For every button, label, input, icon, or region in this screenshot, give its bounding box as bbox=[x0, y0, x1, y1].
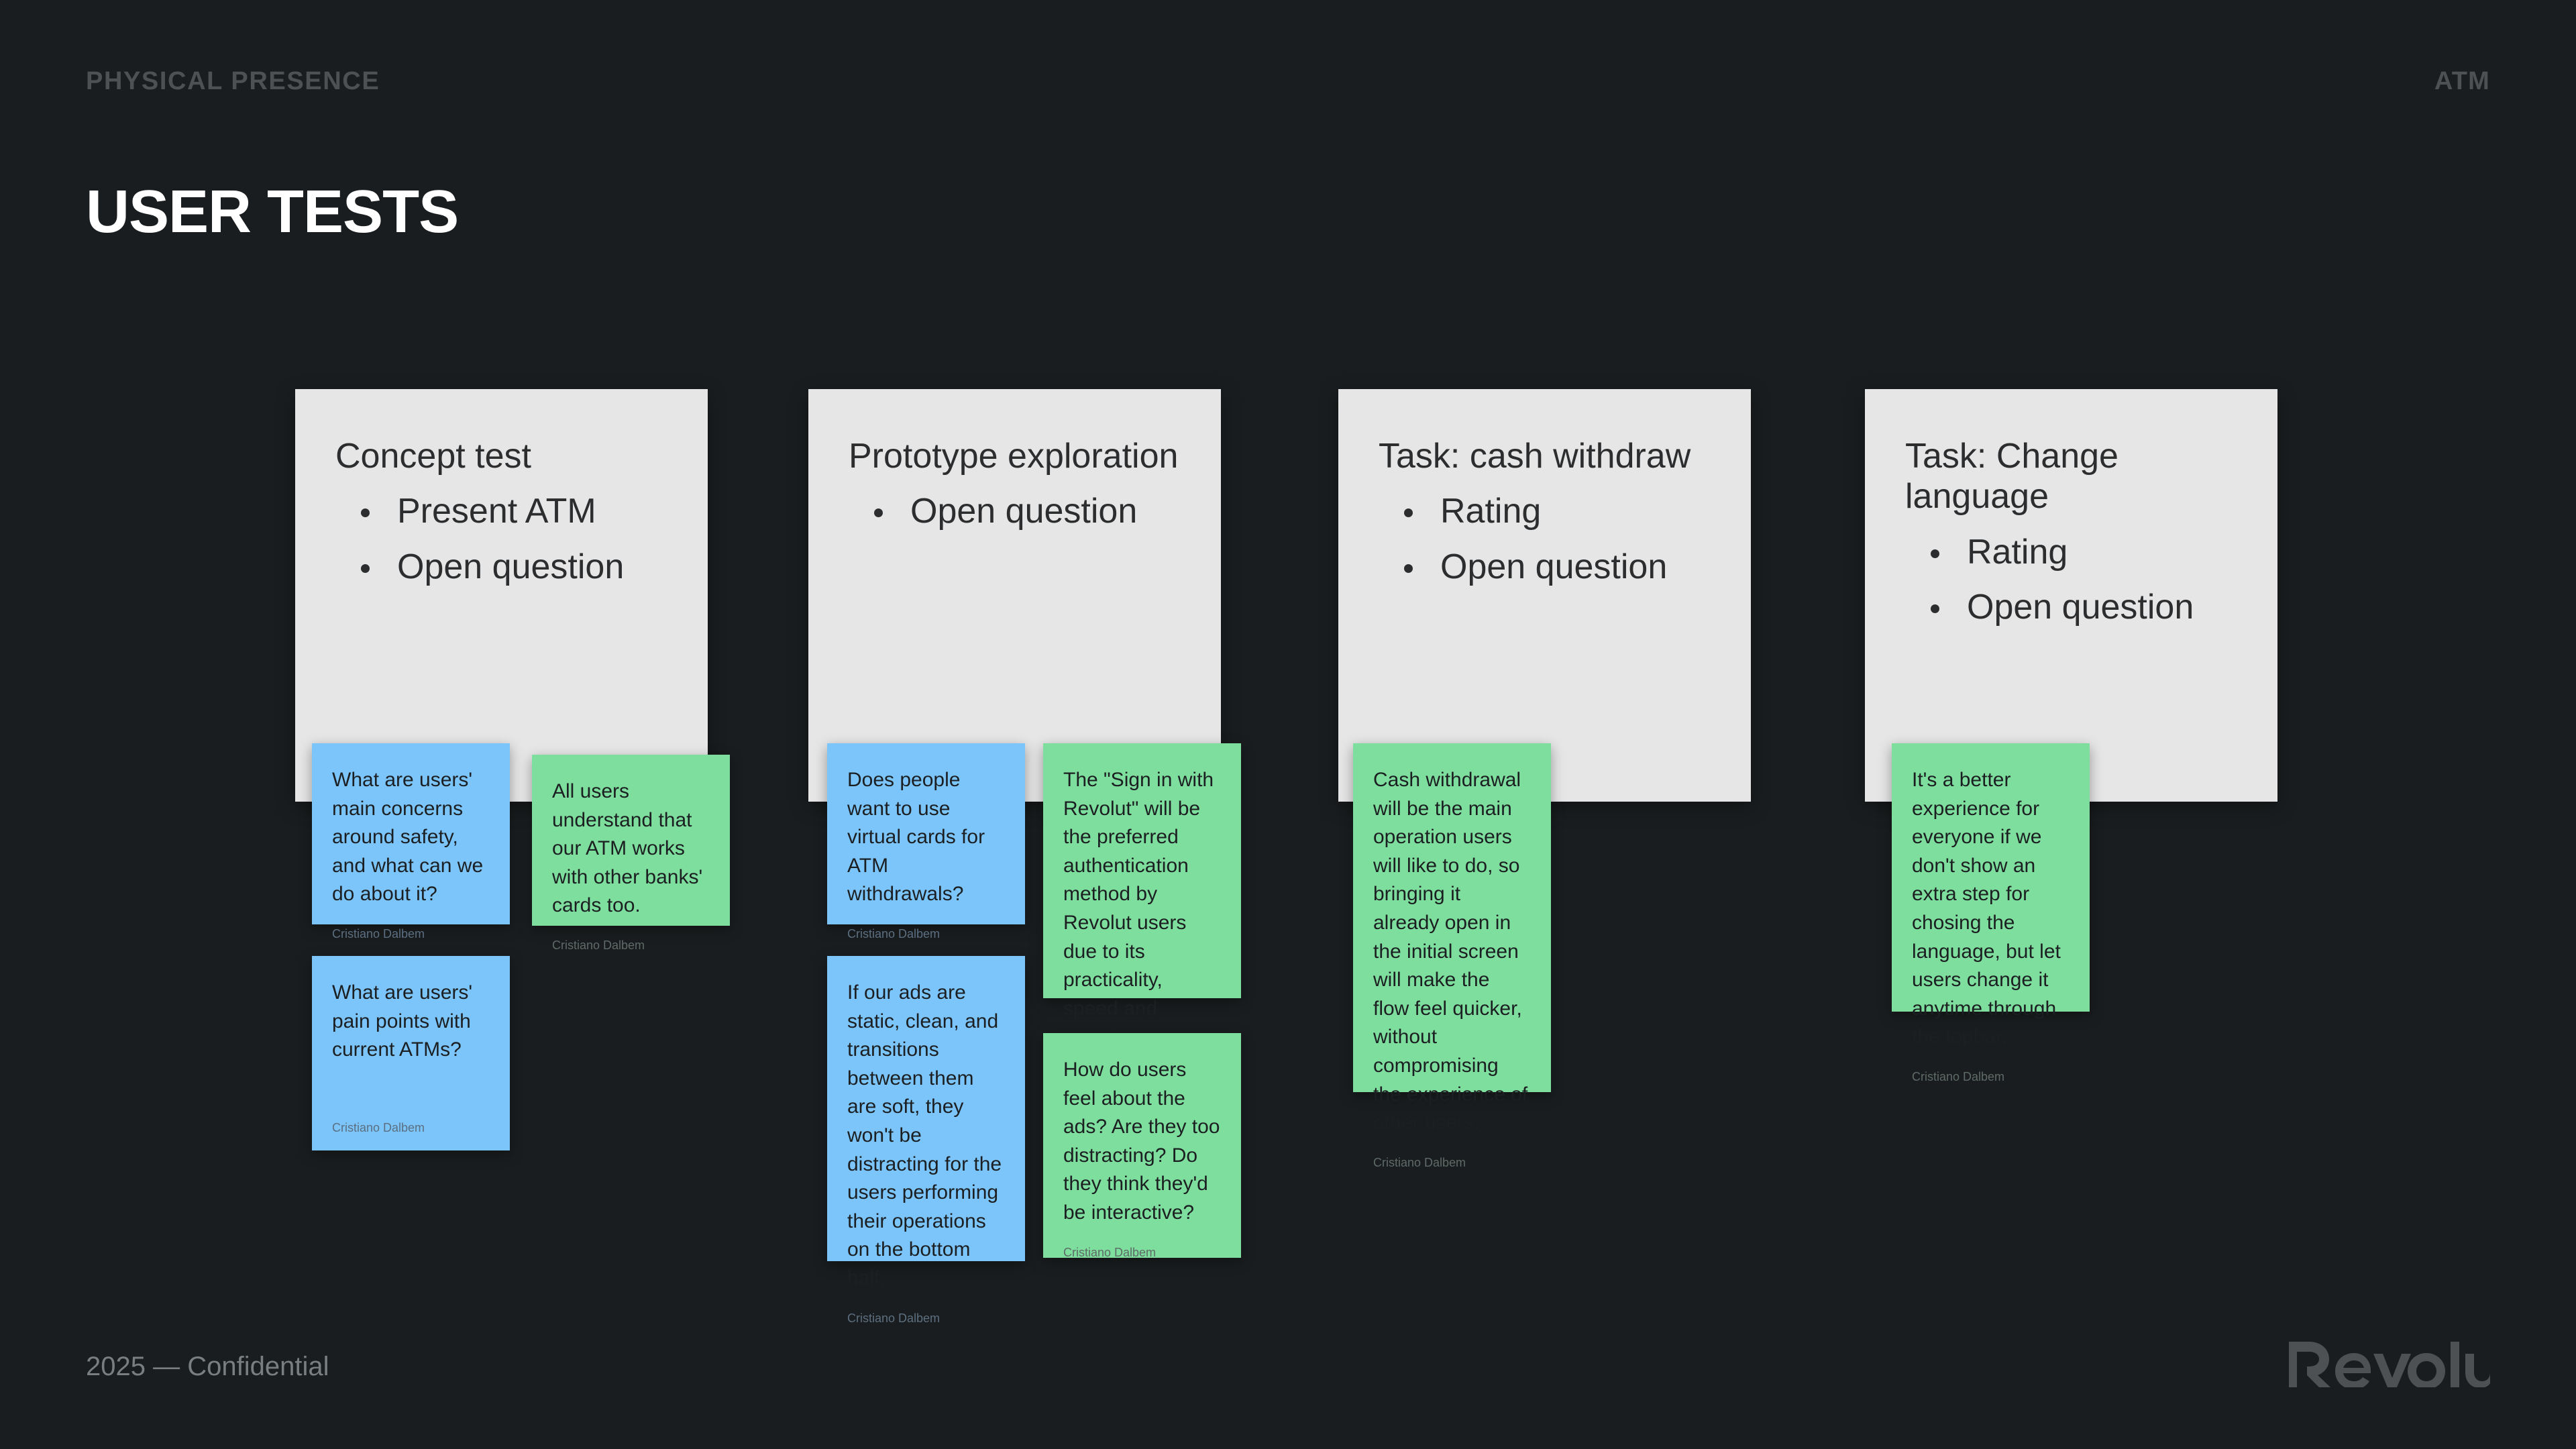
topic-card[interactable]: Task: cash withdraw Rating Open question bbox=[1338, 389, 1751, 802]
sticky-note-author: Cristiano Dalbem bbox=[1063, 1245, 1157, 1259]
sticky-note-author: Cristiano Dalbem bbox=[1912, 1069, 2005, 1083]
sticky-note[interactable]: Cash withdrawal will be the main operati… bbox=[1353, 743, 1551, 1169]
topic-card-title: Prototype exploration bbox=[849, 437, 1179, 476]
topic-card-bullets: Rating Open question bbox=[1379, 491, 1711, 587]
sticky-note[interactable]: How do users feel about the ads? Are the… bbox=[1043, 1033, 1241, 1259]
topic-bullet: Present ATM bbox=[335, 491, 667, 531]
sticky-note-text: Does people want to use virtual cards fo… bbox=[847, 769, 985, 906]
sticky-note[interactable]: What are users' main concerns around saf… bbox=[312, 743, 510, 941]
sticky-note-text: Cash withdrawal will be the main operati… bbox=[1373, 769, 1528, 1134]
sticky-note-text: It's a better experience for everyone if… bbox=[1912, 769, 2061, 1049]
sticky-note-text: The "Sign in with Revolut" will be the p… bbox=[1063, 769, 1214, 1048]
topic-card[interactable]: Prototype exploration Open question bbox=[808, 389, 1221, 802]
footer-confidential-note: 2025 — Confidential bbox=[86, 1352, 329, 1381]
topic-bullet: Open question bbox=[335, 547, 667, 587]
sticky-note[interactable]: It's a better experience for everyone if… bbox=[1892, 743, 2090, 1083]
sticky-note[interactable]: If our ads are static, clean, and transi… bbox=[827, 956, 1025, 1325]
topic-card-title: Task: Change language bbox=[1905, 437, 2118, 517]
topic-card-bullets: Present ATM Open question bbox=[335, 491, 667, 587]
sticky-note-text: What are users' pain points with current… bbox=[332, 981, 473, 1061]
revolut-logo bbox=[2289, 1342, 2490, 1387]
sticky-note-author: Cristiano Dalbem bbox=[332, 926, 425, 941]
topic-card[interactable]: Task: Change language Rating Open questi… bbox=[1865, 389, 2277, 802]
sticky-note-text: How do users feel about the ads? Are the… bbox=[1063, 1059, 1220, 1224]
slide-eyebrow: PHYSICAL PRESENCE bbox=[86, 67, 380, 95]
sticky-note-author: Cristiano Dalbem bbox=[332, 1120, 425, 1134]
sticky-note-text: What are users' main concerns around saf… bbox=[332, 769, 484, 906]
topic-card-bullets: Rating Open question bbox=[1905, 532, 2237, 628]
slide-corner-tag: ATM bbox=[2434, 67, 2490, 95]
topic-bullet: Rating bbox=[1905, 532, 2237, 572]
sticky-note-author: Cristiano Dalbem bbox=[1373, 1155, 1466, 1169]
topic-bullet: Open question bbox=[1905, 587, 2237, 627]
sticky-note-text: All users understand that our ATM works … bbox=[552, 780, 703, 917]
topic-card-title: Concept test bbox=[335, 437, 531, 476]
sticky-note-text: If our ads are static, clean, and transi… bbox=[847, 981, 1002, 1289]
page-title: USER TESTS bbox=[86, 178, 459, 246]
topic-card-bullets: Open question bbox=[849, 491, 1181, 531]
sticky-note-author: Cristiano Dalbem bbox=[552, 938, 645, 952]
sticky-note[interactable]: What are users' pain points with current… bbox=[312, 956, 510, 1150]
sticky-note[interactable]: The "Sign in with Revolut" will be the p… bbox=[1043, 743, 1241, 1083]
topic-bullet: Open question bbox=[1379, 547, 1711, 587]
sticky-note-author: Cristiano Dalbem bbox=[847, 926, 941, 941]
revolut-wordmark-icon bbox=[2289, 1342, 2490, 1387]
sticky-note[interactable]: Does people want to use virtual cards fo… bbox=[827, 743, 1025, 941]
topic-card[interactable]: Concept test Present ATM Open question bbox=[295, 389, 708, 802]
sticky-note[interactable]: All users understand that our ATM works … bbox=[532, 755, 730, 952]
topic-bullet: Open question bbox=[849, 491, 1181, 531]
topic-bullet: Rating bbox=[1379, 491, 1711, 531]
topic-card-title: Task: cash withdraw bbox=[1379, 437, 1691, 476]
sticky-note-author: Cristiano Dalbem bbox=[847, 1311, 941, 1325]
